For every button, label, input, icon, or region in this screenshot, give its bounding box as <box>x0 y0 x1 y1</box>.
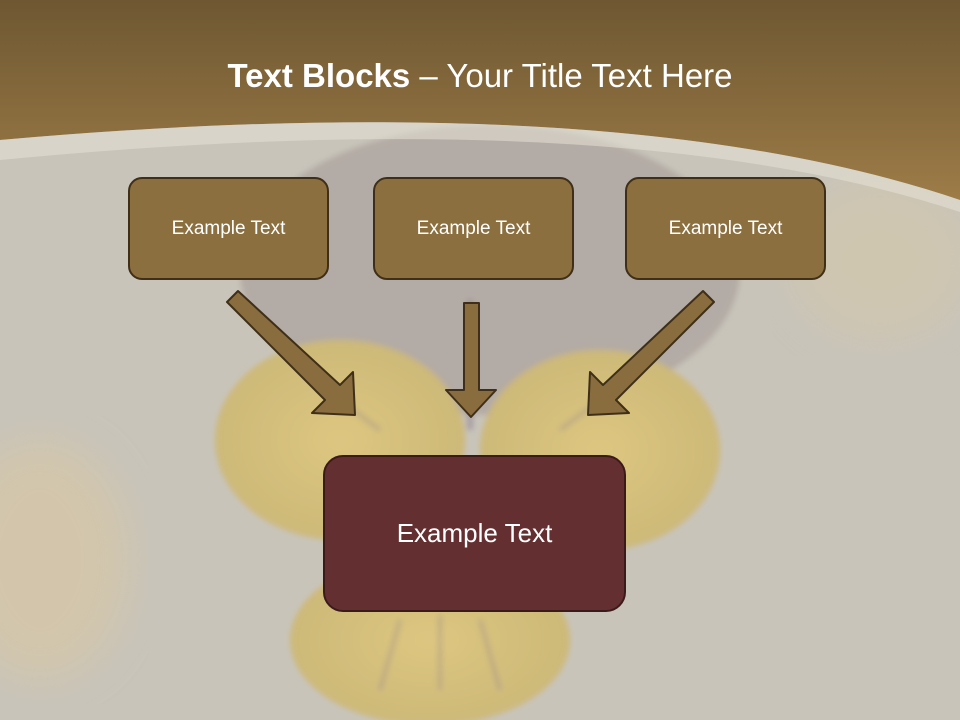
bokeh-right <box>790 180 960 340</box>
arrow-down-right-icon <box>226 290 356 416</box>
header-band <box>0 0 960 200</box>
text-block-center[interactable]: Example Text <box>323 455 626 612</box>
text-block-top-right[interactable]: Example Text <box>625 177 826 280</box>
text-block-top-left[interactable]: Example Text <box>128 177 329 280</box>
flower-vein <box>378 615 502 691</box>
title-rest: Your Title Text Here <box>446 57 733 94</box>
arrow-down-icon <box>445 302 497 418</box>
arrow-down-left-icon <box>587 290 715 416</box>
text-block-top-middle[interactable]: Example Text <box>373 177 574 280</box>
title-dash: – <box>410 57 447 94</box>
title-bold-part: Text Blocks <box>227 57 411 94</box>
bokeh-left <box>0 440 130 680</box>
slide-title: Text Blocks – Your Title Text Here <box>0 54 960 98</box>
